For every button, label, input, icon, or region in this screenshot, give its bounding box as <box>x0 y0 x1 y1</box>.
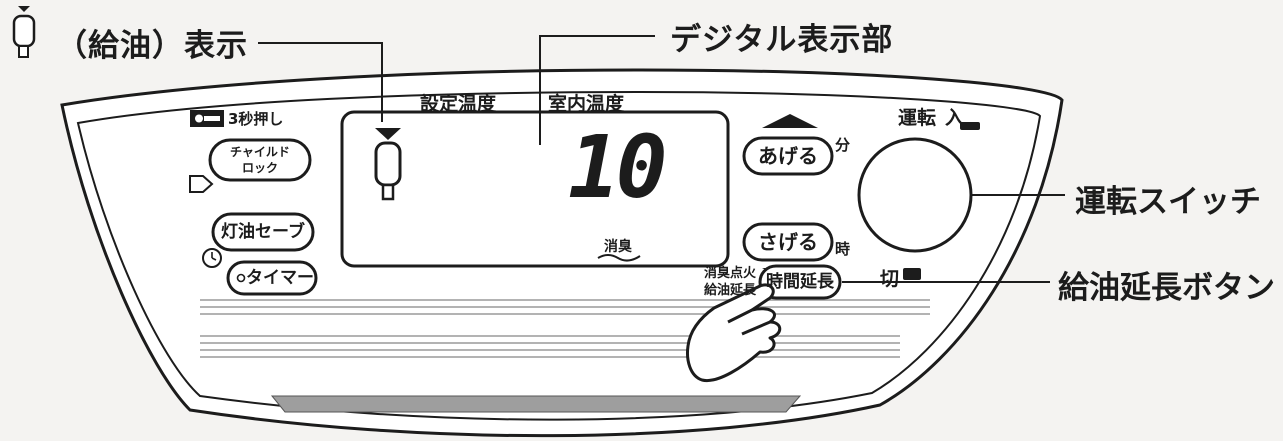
bottom-strip <box>270 395 802 413</box>
child-lock-button[interactable]: チャイルド ロック <box>210 140 310 180</box>
down-button-label: さげる <box>758 230 818 254</box>
extend-button-text: 時間延長 <box>766 272 834 292</box>
legend-fuel-icon <box>12 6 36 58</box>
child-lock-label-line2: ロック <box>241 161 278 175</box>
extend-caption-line1: 消臭点火 <box>703 266 756 281</box>
extend-button-shape <box>758 264 842 300</box>
leader-kyuyu <box>258 42 383 122</box>
leader-digital <box>539 35 655 145</box>
timer-label: タイマー <box>246 268 314 288</box>
unit-hour: 時 <box>835 240 851 258</box>
extend-caption: 消臭点火 給油延長 <box>676 265 756 299</box>
key-icon <box>190 110 224 127</box>
down-button-shape <box>742 222 834 262</box>
unit-minute: 分 <box>835 136 851 154</box>
header-set-temp: 設定温度 <box>420 93 497 115</box>
display-screen <box>340 110 730 268</box>
eco-save-label: 灯油セーブ <box>221 222 305 242</box>
timer-dot <box>236 273 246 283</box>
extend-caption-line2: 給油延長 <box>703 283 756 298</box>
off-indicator-icon <box>903 268 921 280</box>
up-arrow-icon <box>762 114 818 128</box>
timer-button-shape <box>226 260 318 296</box>
fuel-can-icon <box>374 128 402 201</box>
child-lock-label-line1: チャイルド <box>230 145 290 159</box>
eco-icon <box>189 175 214 193</box>
display-value: 10 <box>568 118 668 218</box>
pointing-hand-icon <box>686 283 782 383</box>
kyuyu-indicator-label: （給油）表示 <box>56 28 248 64</box>
eco-save-button[interactable]: 灯油セーブ <box>213 214 313 250</box>
timer-button[interactable]: タイマー <box>246 262 314 294</box>
power-switch-shape <box>857 137 973 253</box>
lock-hint-text: 3秒押し <box>228 110 284 128</box>
up-button-label: あげる <box>758 144 818 168</box>
digital-display-label: デジタル表示部 <box>670 22 894 58</box>
clock-icon <box>202 248 222 268</box>
panel-stripes <box>200 299 930 358</box>
deodorize-text: 消臭 <box>604 239 632 255</box>
eco-save-button-shape <box>211 212 315 252</box>
on-label: 入 <box>945 107 965 129</box>
down-button[interactable]: さげる <box>744 224 832 260</box>
up-button[interactable]: あげる <box>744 138 832 174</box>
off-label: 切 <box>880 268 900 290</box>
on-indicator-icon <box>960 122 980 130</box>
power-switch-label: 運転スイッチ <box>1075 184 1261 220</box>
extend-button-label: 給油延長ボタン <box>1058 270 1275 306</box>
child-lock-button-shape <box>208 138 312 182</box>
extend-button[interactable]: 時間延長 <box>760 266 840 298</box>
header-room-temp: 室内温度 <box>548 93 625 115</box>
up-button-shape <box>742 136 834 176</box>
power-label: 運転 <box>898 107 937 129</box>
power-switch[interactable] <box>859 139 971 251</box>
deodorize-wave-icon <box>597 254 641 262</box>
